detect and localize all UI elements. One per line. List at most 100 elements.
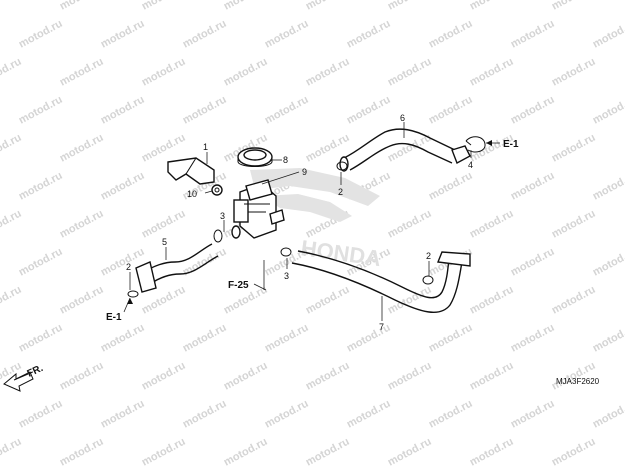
callout-5: 5 (162, 237, 167, 247)
watermark-text: motod.ru (58, 360, 106, 393)
watermark-text: motod.ru (304, 284, 352, 317)
watermark-text: motod.ru (58, 0, 106, 13)
callout-2-mid: 2 (338, 187, 343, 197)
watermark-text: motod.ru (140, 436, 188, 468)
callout-10: 10 (187, 189, 197, 199)
watermark-text: motod.ru (17, 246, 65, 279)
watermark-text: motod.ru (345, 398, 393, 431)
callout-1: 1 (203, 142, 208, 152)
watermark-text: motod.ru (550, 132, 598, 165)
watermark-text: motod.ru (304, 0, 352, 13)
watermark-text: motod.ru (99, 18, 147, 51)
watermark-text: motod.ru (468, 56, 516, 89)
watermark-text: motod.ru (509, 246, 557, 279)
watermark-text: motod.ru (17, 322, 65, 355)
watermark-text: motod.ru (0, 132, 24, 165)
watermark-text: motod.ru (509, 170, 557, 203)
callout-8: 8 (283, 155, 288, 165)
watermark-text: motod.ru (591, 94, 625, 127)
watermark-text: motod.ru (17, 170, 65, 203)
ref-e1-left: E-1 (106, 312, 122, 323)
callout-4: 4 (468, 160, 473, 170)
watermark-text: motod.ru (468, 208, 516, 241)
watermark-text: motod.ru (140, 56, 188, 89)
watermark-text: motod.ru (591, 18, 625, 51)
watermark-text: motod.ru (427, 94, 475, 127)
watermark-text: motod.ru (345, 322, 393, 355)
watermark-text: motod.ru (345, 94, 393, 127)
watermark-text: motod.ru (468, 284, 516, 317)
watermark-text: motod.ru (99, 398, 147, 431)
clip-4[interactable] (465, 136, 486, 153)
watermark-text: motod.ru (58, 284, 106, 317)
watermark-text: motod.ru (386, 360, 434, 393)
clamp-2-left[interactable] (127, 290, 139, 298)
diagram-code: MJA3F2620 (556, 377, 600, 386)
watermark-text: motod.ru (468, 360, 516, 393)
hose-7[interactable] (291, 250, 471, 313)
callout-2-left: 2 (126, 262, 131, 272)
watermark-text: motod.ru (263, 94, 311, 127)
watermark-text: motod.ru (0, 0, 24, 13)
watermark-text: motod.ru (386, 0, 434, 13)
bolt-10[interactable] (211, 184, 223, 196)
clamp-2-mid[interactable] (336, 161, 348, 171)
watermark-text: motod.ru (99, 94, 147, 127)
watermark-text: motod.ru (468, 0, 516, 13)
watermark-text: motod.ru (0, 284, 24, 317)
callout-3-lower: 3 (284, 271, 289, 281)
watermark-text: motod.ru (591, 398, 625, 431)
watermark-text: motod.ru (427, 398, 475, 431)
watermark-text: motod.ru (263, 398, 311, 431)
clamp-2-right[interactable] (422, 275, 434, 285)
watermark-text: motod.ru (58, 56, 106, 89)
e1-top-arrow (486, 140, 492, 146)
watermark-text: motod.ru (509, 18, 557, 51)
valve-body-9[interactable] (233, 179, 285, 239)
watermark-text: motod.ru (550, 436, 598, 468)
watermark-text: motod.ru (550, 56, 598, 89)
watermark-text: motod.ru (591, 170, 625, 203)
bracket-1[interactable] (167, 157, 215, 185)
watermark-text: motod.ru (304, 360, 352, 393)
ref-e1-top: E-1 (503, 139, 519, 150)
watermark-text: motod.ru (140, 360, 188, 393)
callout-9: 9 (302, 167, 307, 177)
callout-2-right: 2 (426, 251, 431, 261)
ring-nut-8[interactable] (237, 147, 273, 167)
watermark-text: motod.ru (509, 322, 557, 355)
fr-label: FR. (26, 363, 45, 380)
watermark-text: motod.ru (386, 208, 434, 241)
hose-5[interactable] (135, 243, 219, 293)
watermark-text: motod.ru (427, 170, 475, 203)
watermark-text: motod.ru (591, 246, 625, 279)
callout-3-left: 3 (220, 211, 225, 221)
clamp-3-left[interactable] (213, 225, 241, 243)
watermark-text: motod.ru (222, 56, 270, 89)
watermark-text: motod.ru (263, 18, 311, 51)
watermark-text: motod.ru (181, 322, 229, 355)
clamp-3-lower[interactable] (280, 247, 292, 257)
watermark-text: motod.ru (0, 436, 24, 468)
watermark-text: motod.ru (345, 18, 393, 51)
watermark-text: motod.ru (427, 322, 475, 355)
watermark-text: motod.ru (17, 94, 65, 127)
watermark-text: motod.ru (181, 18, 229, 51)
watermark-text: motod.ru (550, 208, 598, 241)
watermark-text: motod.ru (17, 398, 65, 431)
watermark-text: motod.ru (99, 322, 147, 355)
watermark-text: motod.ru (222, 0, 270, 13)
watermark-text: motod.ru (140, 0, 188, 13)
callout-6: 6 (400, 113, 405, 123)
watermark-text: motod.ru (591, 322, 625, 355)
watermark-text: motod.ru (386, 436, 434, 468)
watermark-text: motod.ru (181, 246, 229, 279)
hose-6[interactable] (339, 128, 471, 172)
watermark-text: motod.ru (263, 322, 311, 355)
watermark-text: motod.ru (222, 360, 270, 393)
ref-f25: F-25 (228, 280, 249, 291)
watermark-text: motod.ru (58, 208, 106, 241)
watermark-text: motod.ru (509, 398, 557, 431)
watermark-text: motod.ru (17, 18, 65, 51)
